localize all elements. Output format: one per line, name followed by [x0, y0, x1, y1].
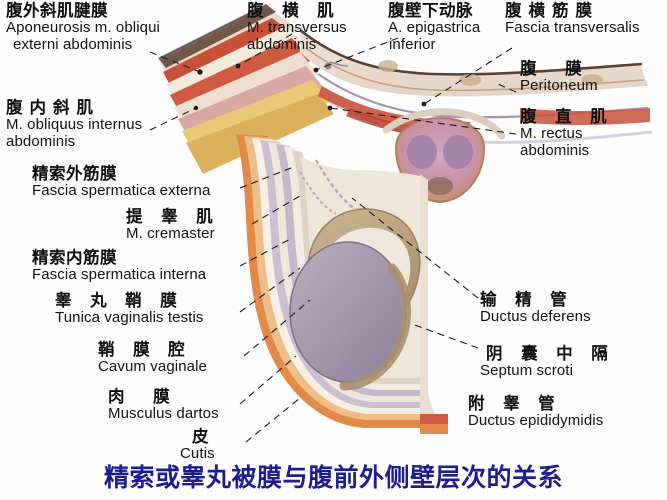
label-ductus-deferens-la1: Ductus deferens: [480, 308, 591, 326]
label-internal-oblique-la1: M. obliquus internus: [6, 116, 143, 134]
label-septum-scroti-cn: 阴 囊 中 隔: [486, 345, 615, 363]
abdominal-wall-oblique-bands: [158, 4, 334, 174]
label-musculus-dartos-cn: 肉 膜: [108, 388, 182, 406]
label-rectus-abdominis-la1: M. rectus: [520, 125, 583, 143]
label-musculus-dartos-la1: Musculus dartos: [108, 405, 219, 423]
label-rectus-abdominis-la2: abdominis: [520, 142, 590, 160]
label-internal-oblique: 腹内斜肌 M. obliquus internus abdominis: [6, 99, 142, 151]
label-rectus-abdominis: 腹 直 肌 M. rectus abdominis: [520, 108, 614, 160]
label-tunica-vaginalis-testis: 睾 丸 鞘 膜 Tunica vaginalis testis: [55, 292, 203, 327]
label-ductus-deferens-cn: 输 精 管: [480, 291, 574, 309]
label-tunica-vaginalis-testis-cn: 睾 丸 鞘 膜: [55, 292, 184, 310]
label-fascia-spermatica-interna: 精索内筋膜 Fascia spermatica interna: [32, 249, 206, 284]
label-transversus-abdominis-la1: M. transversus: [247, 19, 347, 37]
label-internal-oblique-cn: 腹内斜肌: [6, 99, 100, 117]
label-fascia-spermatica-externa-la1: Fascia spermatica externa: [32, 182, 211, 200]
label-cutis-la1: Cutis: [180, 445, 215, 463]
label-septum-scroti-la1: Septum scroti: [480, 362, 573, 380]
label-cutis: 皮 Cutis: [180, 428, 215, 463]
label-cremaster-la1: M. cremaster: [126, 225, 215, 243]
leader-lines: [149, 33, 517, 443]
label-cremaster-cn: 提 睾 肌: [126, 208, 220, 226]
label-cutis-cn: 皮: [192, 428, 209, 446]
label-cremaster: 提 睾 肌 M. cremaster: [126, 208, 220, 243]
label-transversus-abdominis-cn: 腹 横 肌: [247, 2, 341, 20]
label-fascia-spermatica-interna-cn: 精索内筋膜: [32, 249, 117, 267]
label-aponeurosis-external-oblique-la2: externi abdominis: [13, 36, 133, 54]
label-tunica-vaginalis-testis-la1: Tunica vaginalis testis: [55, 309, 204, 327]
label-transversus-abdominis-la2: abdominis: [247, 36, 317, 54]
label-ductus-epididymidis: 附 睾 管 Ductus epididymidis: [468, 395, 603, 430]
label-inferior-epigastric-artery-la2: inferior: [389, 36, 436, 54]
label-cavum-vaginale-cn: 鞘 膜 腔: [98, 341, 192, 359]
label-septum-scroti: 阴 囊 中 隔 Septum scroti: [480, 345, 615, 380]
label-inferior-epigastric-artery-cn: 腹壁下动脉: [388, 2, 473, 20]
figure-caption: 精索或睾丸被膜与腹前外侧壁层次的关系: [103, 464, 563, 492]
label-inferior-epigastric-artery: 腹壁下动脉 A. epigastrica inferior: [388, 2, 480, 54]
label-peritoneum-cn: 腹 膜: [520, 60, 594, 78]
label-ductus-epididymidis-cn: 附 睾 管: [468, 395, 562, 413]
label-fascia-spermatica-externa-cn: 精索外筋膜: [32, 165, 117, 183]
label-musculus-dartos: 肉 膜 Musculus dartos: [108, 388, 219, 423]
label-ductus-epididymidis-la1: Ductus epididymidis: [468, 412, 604, 430]
label-cavum-vaginale-la1: Cavum vaginale: [98, 358, 207, 376]
label-fascia-transversalis-cn: 腹横筋膜: [505, 2, 599, 20]
label-aponeurosis-external-oblique-la1: Aponeurosis m. obliqui: [6, 19, 160, 37]
label-peritoneum-la1: Peritoneum: [520, 77, 598, 95]
label-peritoneum: 腹 膜 Peritoneum: [520, 60, 598, 95]
label-fascia-spermatica-externa: 精索外筋膜 Fascia spermatica externa: [32, 165, 210, 200]
label-aponeurosis-external-oblique: 腹外斜肌腱膜 Aponeurosis m. obliqui externi ab…: [6, 2, 160, 54]
label-fascia-spermatica-interna-la1: Fascia spermatica interna: [32, 266, 207, 284]
label-cavum-vaginale: 鞘 膜 腔 Cavum vaginale: [98, 341, 207, 376]
label-inferior-epigastric-artery-la1: A. epigastrica: [388, 19, 481, 37]
label-aponeurosis-external-oblique-cn: 腹外斜肌腱膜: [6, 2, 108, 20]
label-transversus-abdominis: 腹 横 肌 M. transversus abdominis: [247, 2, 347, 54]
label-fascia-transversalis-la1: Fascia transversalis: [505, 19, 640, 37]
label-rectus-abdominis-cn: 腹 直 肌: [520, 108, 614, 126]
leader-arrowheads: [193, 63, 427, 111]
spermatic-cord-and-scrotum-layers: [236, 134, 448, 434]
label-internal-oblique-la2: abdominis: [6, 133, 76, 151]
label-fascia-transversalis: 腹横筋膜 Fascia transversalis: [505, 2, 640, 37]
label-ductus-deferens: 输 精 管 Ductus deferens: [480, 291, 591, 326]
